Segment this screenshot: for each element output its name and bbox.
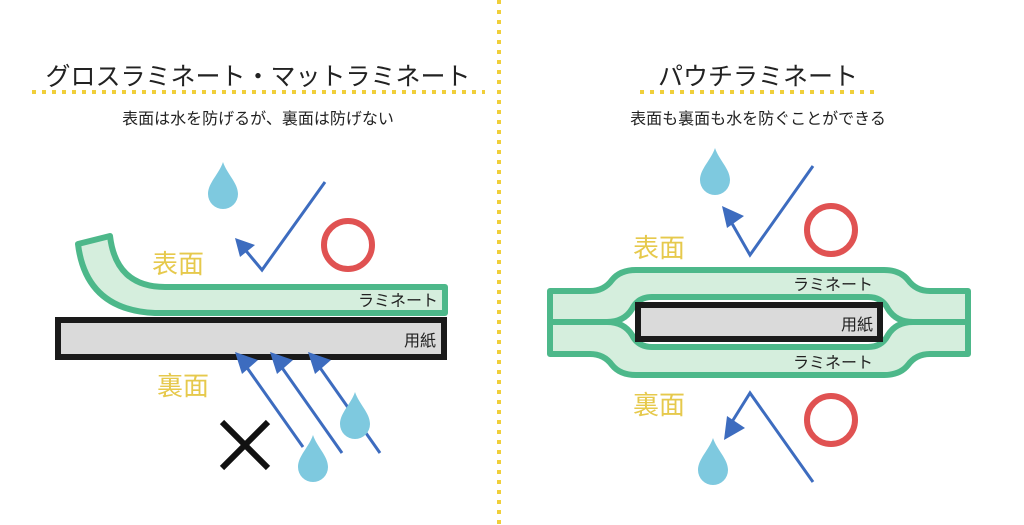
- water-drop-icon: [298, 435, 328, 482]
- water-drop-icon: [700, 148, 730, 195]
- water-drop-icon: [698, 438, 728, 485]
- deflect-arrow-icon: [728, 390, 815, 483]
- paper-label: 用紙: [841, 315, 873, 334]
- arrowhead-icon: [235, 352, 258, 374]
- ok-circle-icon: [321, 218, 375, 272]
- front-label: 表面: [152, 250, 204, 280]
- left-panel: グロスラミネート・マットラミネート 表面は水を防げるが、裏面は防げない ラミネー…: [32, 62, 485, 482]
- deflect-arrow-icon: [728, 165, 815, 258]
- right-subtitle: 表面も裏面も水を防ぐことができる: [630, 109, 886, 128]
- laminate-top-label: ラミネート: [793, 275, 873, 294]
- left-title: グロスラミネート・マットラミネート: [45, 62, 470, 91]
- paper-layer: [635, 302, 883, 342]
- arrow-icon: [241, 361, 305, 448]
- paper-layer: [55, 317, 447, 360]
- ok-circle-icon: [804, 203, 858, 257]
- deflect-arrow-icon: [240, 181, 327, 273]
- right-title: パウチラミネート: [658, 62, 858, 91]
- ng-cross-icon: [219, 419, 271, 471]
- water-drop-icon: [208, 162, 238, 209]
- right-panel: パウチラミネート 表面も裏面も水を防ぐことができる ラミネート 用紙 ラミネート…: [547, 62, 971, 485]
- arrowhead-icon: [235, 238, 255, 257]
- arrow-icon: [276, 361, 344, 454]
- arrowhead-icon: [722, 206, 744, 228]
- arrowhead-icon: [308, 352, 331, 374]
- arrowhead-icon: [724, 416, 745, 440]
- laminate-bottom-label: ラミネート: [793, 353, 873, 372]
- laminate-label: ラミネート: [358, 291, 438, 310]
- ok-circle-icon: [804, 393, 858, 447]
- back-label: 裏面: [633, 391, 685, 421]
- paper-label: 用紙: [404, 331, 436, 350]
- back-label: 裏面: [157, 372, 209, 402]
- left-subtitle: 表面は水を防げるが、裏面は防げない: [122, 109, 394, 128]
- water-drop-icon: [340, 392, 370, 439]
- arrowhead-icon: [270, 352, 293, 374]
- laminate-layer: [75, 233, 448, 316]
- front-label: 表面: [633, 234, 685, 264]
